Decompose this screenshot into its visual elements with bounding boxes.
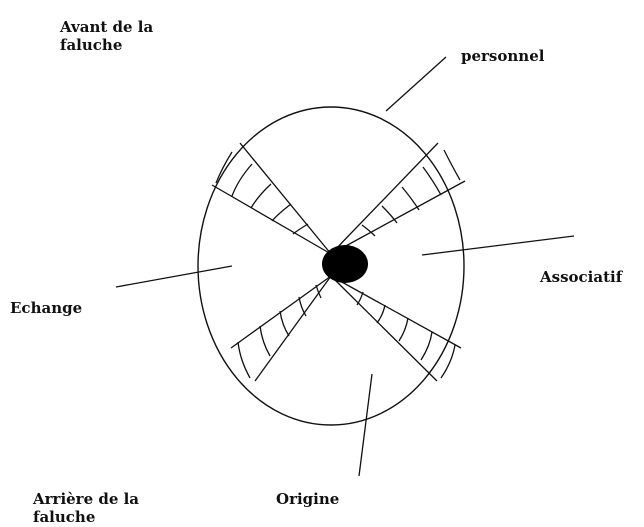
leader-personnel	[386, 57, 446, 111]
center-insignia	[322, 245, 368, 283]
front-label-line2: faluche	[60, 36, 190, 54]
back-label-line2: faluche	[33, 508, 173, 526]
leader-associatif	[422, 236, 574, 255]
back-of-faluche-label: Arrière de la faluche	[33, 490, 173, 526]
front-label-line1: Avant de la	[60, 18, 190, 36]
ribbon-lower-right	[331, 276, 461, 381]
leader-echange	[116, 266, 232, 287]
echange-label: Echange	[10, 299, 82, 317]
associatif-label: Associatif	[540, 268, 622, 286]
ribbon-upper-right	[331, 143, 465, 254]
personnel-label: personnel	[461, 47, 544, 65]
back-label-line1: Arrière de la	[33, 490, 173, 508]
origine-label: Origine	[276, 490, 339, 508]
leader-origine	[359, 374, 372, 476]
ribbon-upper-left	[212, 143, 331, 254]
front-of-faluche-label: Avant de la faluche	[60, 18, 190, 54]
ribbon-lower-left	[231, 276, 331, 381]
